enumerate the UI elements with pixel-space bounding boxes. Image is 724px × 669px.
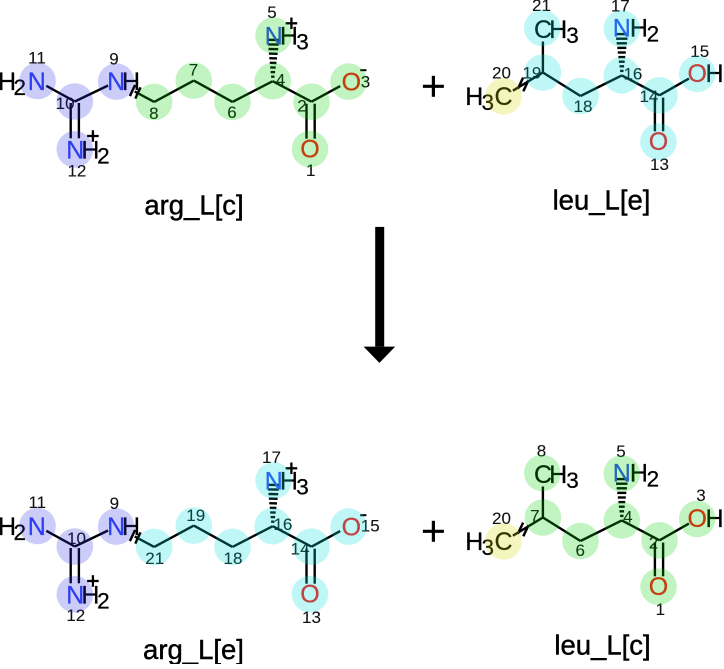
svg-text:2: 2 (647, 22, 660, 47)
svg-text:3: 3 (566, 23, 579, 48)
svg-text:3: 3 (296, 29, 309, 54)
svg-text:arg_L[e]: arg_L[e] (143, 634, 244, 664)
svg-text:leu_L[c]: leu_L[c] (554, 629, 650, 660)
svg-text:arg_L[c]: arg_L[c] (144, 190, 243, 221)
svg-text:2: 2 (97, 589, 110, 614)
svg-text:3: 3 (566, 468, 579, 493)
svg-text:leu_L[e]: leu_L[e] (553, 185, 651, 216)
svg-text:3: 3 (296, 474, 309, 499)
svg-text:2: 2 (97, 144, 110, 169)
svg-text:2: 2 (647, 467, 660, 492)
